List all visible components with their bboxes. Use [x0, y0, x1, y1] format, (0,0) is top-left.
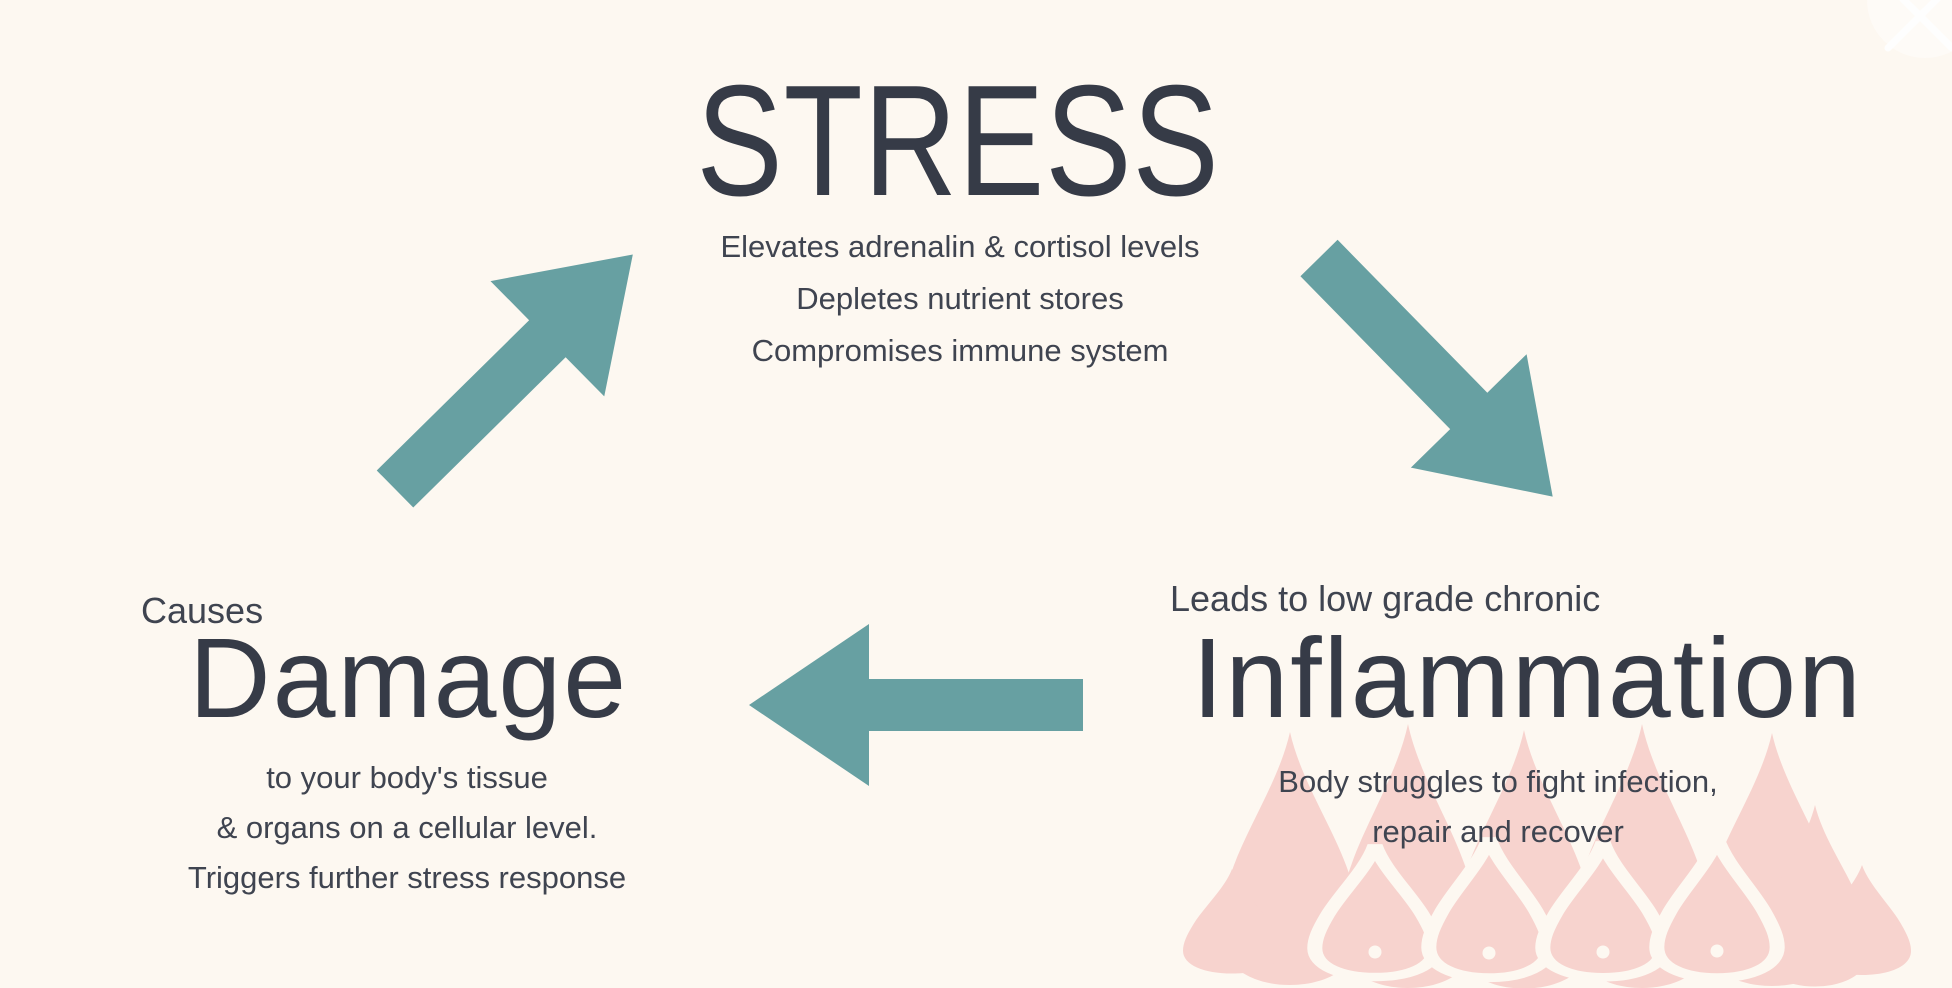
damage-lead-in: Causes — [141, 590, 264, 631]
stress-title: STRESS — [696, 53, 1220, 229]
inflammation-line-2: repair and recover — [1372, 814, 1624, 849]
stress-line-1: Elevates adrenalin & cortisol levels — [720, 229, 1200, 264]
damage-line-3: Triggers further stress response — [187, 860, 627, 895]
arrow-inflammation-to-damage — [749, 624, 1083, 786]
close-x-icon — [1884, 0, 1952, 52]
inflammation-lead-in: Leads to low grade chronic — [1170, 578, 1601, 619]
inflammation-description: Body struggles to fight infection, repai… — [1198, 757, 1798, 857]
damage-title: Damage — [189, 615, 629, 741]
close-button[interactable] — [1822, 0, 1952, 100]
inflammation-flames-icon — [1183, 724, 1911, 988]
inflammation-title: Inflammation — [1192, 615, 1863, 741]
inflammation-line-1: Body struggles to fight infection, — [1278, 764, 1718, 799]
damage-line-2: & organs on a cellular level. — [216, 810, 598, 845]
damage-description: to your body's tissue & organs on a cell… — [107, 753, 707, 903]
stress-description: Elevates adrenalin & cortisol levels Dep… — [460, 221, 1460, 377]
stress-line-3: Compromises immune system — [751, 333, 1169, 368]
stress-line-2: Depletes nutrient stores — [796, 281, 1124, 316]
damage-line-1: to your body's tissue — [266, 760, 548, 795]
